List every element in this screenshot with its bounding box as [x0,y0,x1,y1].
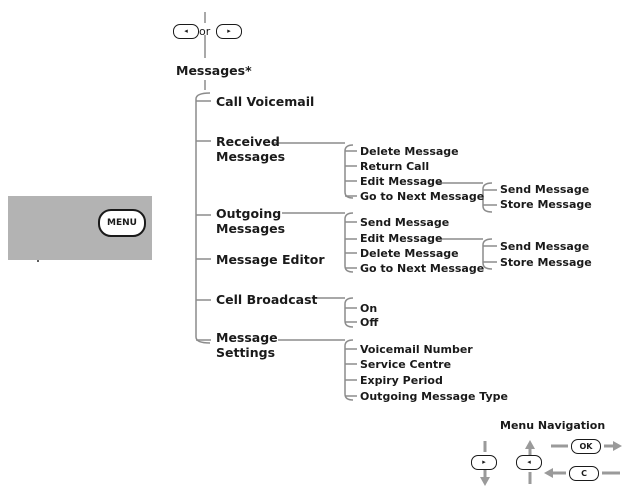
arrow-right-icon [613,441,622,451]
menu-navigation-arrows [480,440,622,486]
root-messages: Messages* [176,63,252,78]
broadcast-bracket [344,297,354,328]
item-settings-line1: Message [216,330,278,345]
ok-key: OK [571,439,601,454]
broadcast-off: Off [360,316,379,329]
or-text: or [199,25,211,38]
item-settings-line2: Settings [216,345,276,360]
outgoing-next: Go to Next Message [360,262,485,275]
received-edit: Edit Message [360,175,443,188]
outgoing-delete: Delete Message [360,247,459,260]
menu-navigation-title: Menu Navigation [500,419,606,432]
outgoing-edit-send: Send Message [500,240,590,253]
item-call-voicemail: Call Voicemail [216,94,315,109]
broadcast-on: On [360,302,378,315]
received-return-call: Return Call [360,160,430,173]
menu-key[interactable]: MENU [98,209,146,237]
arrow-down-icon [480,477,490,486]
item-received-line2: Messages [216,149,286,164]
arrow-up-icon [525,440,535,449]
settings-bracket [344,339,354,401]
nav-right-key-icon: ▸ [471,455,497,470]
nav-left-key-icon: ◂ [516,455,542,470]
outgoing-send: Send Message [360,216,450,229]
received-edit-bracket [482,182,493,213]
outgoing-edit: Edit Message [360,232,443,245]
outgoing-bracket [344,212,354,273]
settings-expiry-period: Expiry Period [360,374,443,387]
received-edit-send: Send Message [500,183,590,196]
right-arrow-key-icon: ▸ [216,24,242,39]
phone-panel: MENU [8,196,152,260]
arrow-left-icon [544,468,553,478]
received-bracket [344,144,354,199]
item-outgoing-line1: Outgoing [216,206,282,221]
settings-voicemail-number: Voicemail Number [360,343,473,356]
settings-outgoing-type: Outgoing Message Type [360,390,508,403]
c-key: C [569,466,599,481]
received-edit-store: Store Message [500,198,592,211]
received-next: Go to Next Message [360,190,485,203]
item-received-line1: Received [216,134,280,149]
main-bracket [195,92,211,344]
outgoing-edit-store: Store Message [500,256,592,269]
item-outgoing-line2: Messages [216,221,286,236]
item-cell-broadcast: Cell Broadcast [216,292,318,307]
outgoing-edit-bracket [482,238,493,270]
settings-service-centre: Service Centre [360,358,452,371]
received-delete: Delete Message [360,145,459,158]
item-message-editor: Message Editor [216,252,325,267]
left-arrow-key-icon: ◂ [173,24,199,39]
